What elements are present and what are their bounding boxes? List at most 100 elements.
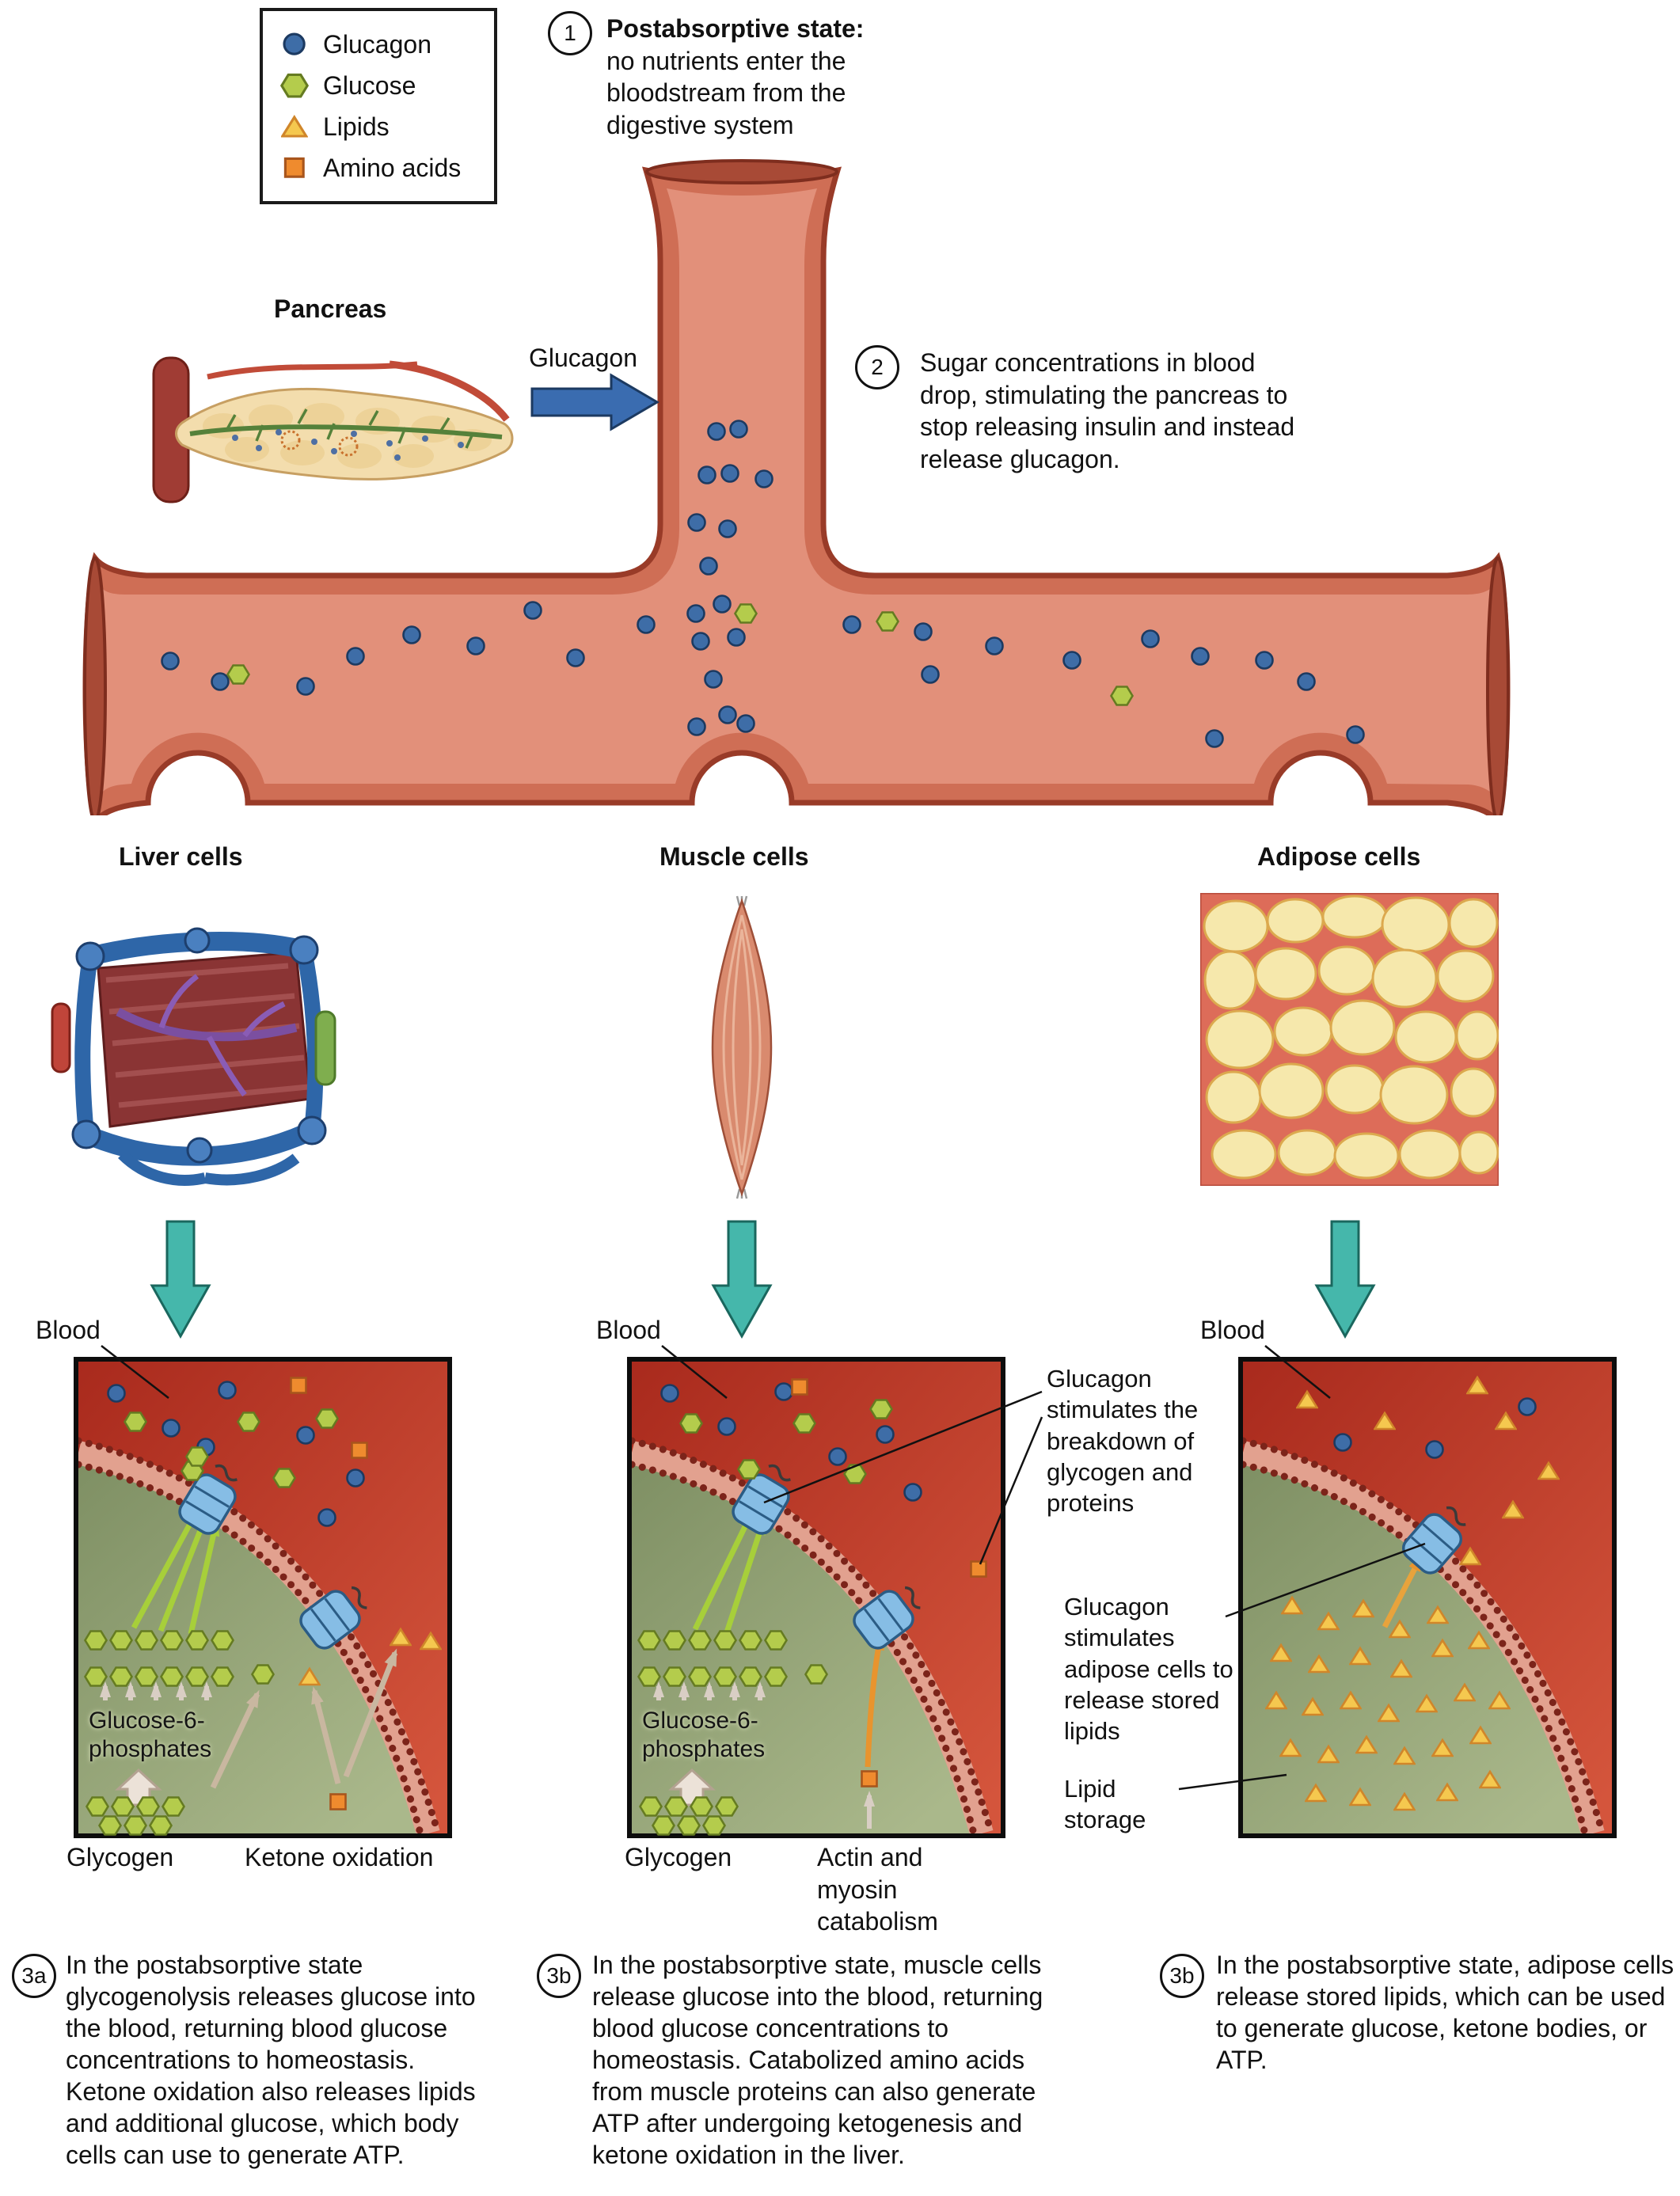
glucagon-marker bbox=[903, 1482, 923, 1503]
step-3b-muscle-badge: 3b bbox=[537, 1954, 581, 1998]
legend-label-glucagon: Glucagon bbox=[323, 29, 431, 59]
glucose-marker bbox=[869, 1399, 893, 1420]
glucagon-marker bbox=[1254, 650, 1275, 671]
glucagon-marker bbox=[345, 646, 366, 667]
glucose-marker bbox=[160, 1666, 184, 1688]
glucose-marker bbox=[677, 1815, 701, 1837]
adipose-cells-label: Adipose cells bbox=[1257, 842, 1421, 871]
glucose-marker bbox=[664, 1796, 688, 1818]
lipid-marker bbox=[1355, 1734, 1378, 1755]
glucagon-marker bbox=[636, 614, 656, 635]
lipid-marker bbox=[1454, 1682, 1476, 1703]
lipid-marker bbox=[1305, 1783, 1327, 1803]
glucose-marker bbox=[804, 1664, 828, 1685]
glucose-marker bbox=[185, 1630, 209, 1651]
glucagon-marker bbox=[686, 603, 706, 624]
lipid-marker bbox=[1308, 1654, 1330, 1674]
glucose-marker bbox=[715, 1796, 739, 1818]
adipose-illustration bbox=[1199, 891, 1500, 1187]
glucose-marker bbox=[124, 1815, 147, 1837]
legend-row-glucose: Glucose bbox=[279, 65, 478, 106]
glucagon-marker bbox=[686, 716, 707, 737]
lipid-marker bbox=[1468, 1630, 1490, 1651]
glucose-marker bbox=[652, 1815, 675, 1837]
step-3b-adipose-text: In the postabsorptive state, adipose cel… bbox=[1216, 1951, 1674, 2074]
amino-marker bbox=[329, 1793, 348, 1811]
step-3b-adipose-badge: 3b bbox=[1160, 1954, 1204, 1998]
glycogen-label-liver: Glycogen bbox=[67, 1843, 174, 1871]
lipid-marker bbox=[1390, 1658, 1412, 1679]
glucose-marker bbox=[84, 1666, 108, 1688]
lipid-marker bbox=[1488, 1690, 1511, 1711]
glucose-marker bbox=[792, 1413, 816, 1434]
glucagon-marker bbox=[317, 1507, 337, 1528]
step-3b-muscle-text: In the postabsorptive state, muscle cell… bbox=[592, 1951, 1043, 2169]
glucagon-marker bbox=[716, 1416, 737, 1437]
lipid-storage-label: Lipid storage bbox=[1064, 1775, 1146, 1834]
glycogen-label-muscle: Glycogen bbox=[625, 1843, 732, 1871]
glucagon-marker bbox=[728, 419, 749, 439]
glucagon-marker bbox=[466, 636, 486, 656]
glucose-marker bbox=[739, 1630, 762, 1651]
glucagon-marker bbox=[697, 465, 717, 485]
glucose-marker bbox=[185, 1666, 209, 1688]
step-2-badge: 2 bbox=[855, 345, 899, 389]
lipid-marker bbox=[1270, 1643, 1292, 1663]
lipid-marker bbox=[1459, 1546, 1481, 1567]
liver-cells-label: Liver cells bbox=[119, 842, 243, 871]
lipid-marker bbox=[1296, 1389, 1318, 1410]
glucagon-marker bbox=[401, 625, 422, 645]
lipid-marker bbox=[1340, 1690, 1362, 1711]
glucose-marker bbox=[713, 1666, 737, 1688]
glucagon-marker bbox=[523, 600, 543, 621]
glucose-marker bbox=[739, 1666, 762, 1688]
lipid-marker bbox=[1436, 1782, 1458, 1803]
glucose-marker bbox=[702, 1815, 726, 1837]
glucose-marker bbox=[764, 1666, 788, 1688]
blood-label-muscle: Blood bbox=[596, 1316, 661, 1344]
adipose-panel-molecules bbox=[1243, 1362, 1612, 1833]
glucose-icon bbox=[279, 73, 310, 98]
glucagon-marker bbox=[106, 1383, 127, 1404]
step-3b-adipose-number: 3b bbox=[1169, 1963, 1195, 1988]
lipid-marker bbox=[1374, 1411, 1396, 1431]
lipid-marker bbox=[1393, 1746, 1416, 1766]
glucose-marker bbox=[1110, 686, 1134, 707]
glucagon-breakdown-label: Glucagon stimulates the breakdown of gly… bbox=[1047, 1365, 1199, 1518]
muscle-illustration bbox=[703, 891, 781, 1203]
glucagon-marker bbox=[1204, 728, 1225, 749]
lipid-marker bbox=[1317, 1744, 1340, 1765]
glucagon-marker bbox=[161, 1418, 181, 1438]
blood-label-liver: Blood bbox=[36, 1316, 101, 1344]
lipid-marker bbox=[1495, 1411, 1517, 1431]
glucose-marker bbox=[162, 1796, 185, 1818]
glucagon-marker bbox=[686, 512, 707, 533]
amino-marker bbox=[861, 1770, 879, 1788]
lipid-marker bbox=[1502, 1499, 1524, 1520]
lipid-marker bbox=[1281, 1595, 1303, 1616]
step-1-title: Postabsorptive state: bbox=[606, 14, 865, 43]
legend-label-amino-acids: Amino acids bbox=[323, 153, 462, 182]
glucose-marker bbox=[876, 611, 899, 633]
blood-vessel bbox=[79, 158, 1520, 829]
step-3b-muscle-number: 3b bbox=[546, 1963, 572, 1988]
glucagon-marker bbox=[1424, 1439, 1445, 1460]
step-1-badge: 1 bbox=[548, 11, 592, 55]
glucose-marker bbox=[734, 603, 758, 625]
glucagon-marker bbox=[160, 651, 181, 671]
glucose-marker bbox=[679, 1413, 703, 1434]
pancreas-label: Pancreas bbox=[274, 294, 387, 323]
glucagon-marker bbox=[712, 594, 732, 614]
glucagon-marker bbox=[717, 705, 738, 725]
glucose-marker bbox=[160, 1630, 184, 1651]
glucagon-marker bbox=[1062, 650, 1082, 671]
glucose-marker bbox=[237, 1411, 260, 1433]
liver-down-arrow bbox=[150, 1220, 211, 1339]
amino-marker bbox=[290, 1377, 308, 1395]
lipid-marker bbox=[1469, 1725, 1492, 1746]
legend-row-amino-acids: Amino acids bbox=[279, 147, 478, 188]
pancreas-illustration bbox=[152, 347, 519, 511]
glucose-marker bbox=[226, 664, 250, 686]
glucagon-marker bbox=[1345, 724, 1366, 745]
glucose-marker bbox=[639, 1796, 663, 1818]
